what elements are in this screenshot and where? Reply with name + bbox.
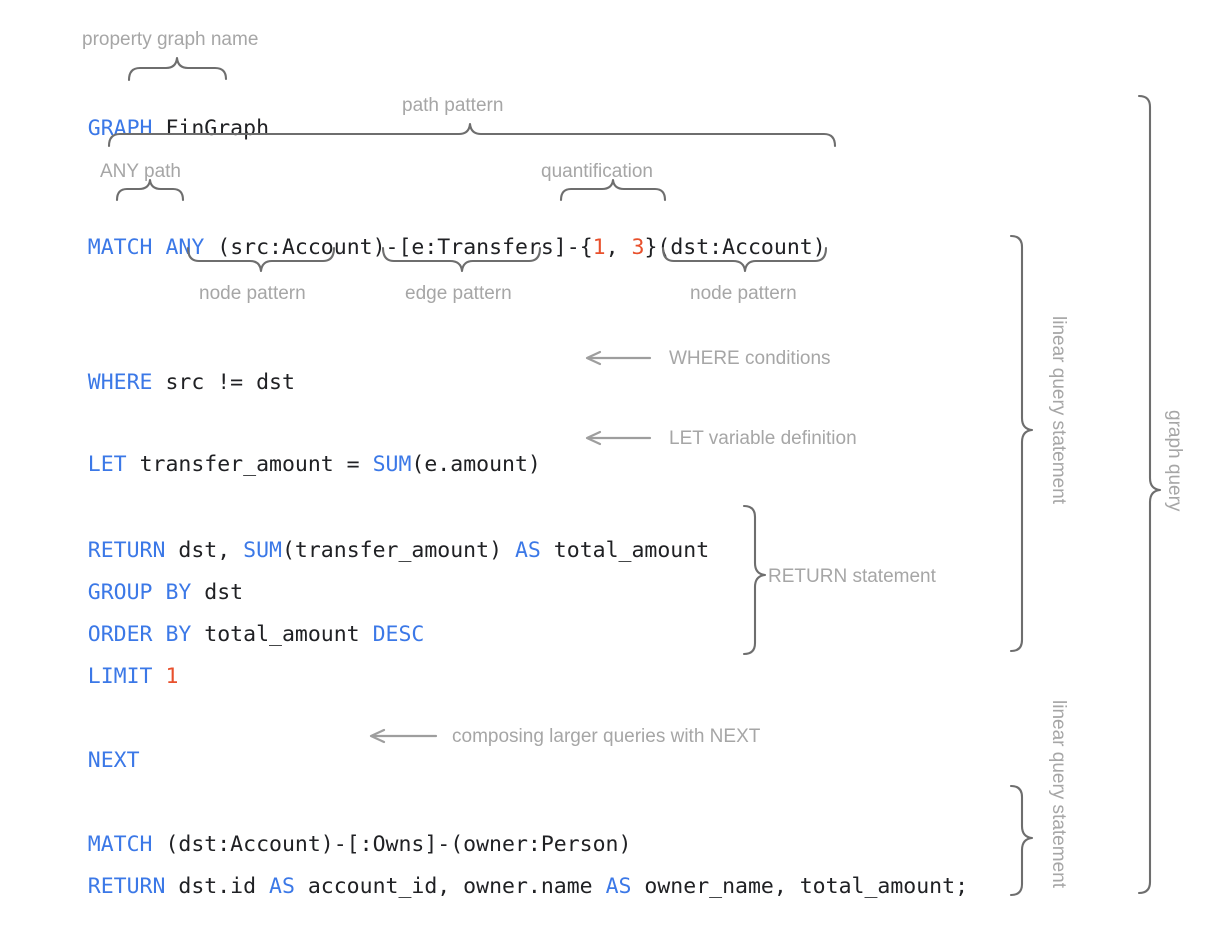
function-sum-2: SUM — [243, 538, 282, 563]
brace-quantification — [559, 178, 667, 202]
label-node-pattern-right: node pattern — [690, 283, 797, 304]
label-path-pattern: path pattern — [402, 95, 504, 116]
keyword-return-2: RETURN — [87, 874, 166, 899]
keyword-match-2: MATCH — [87, 832, 153, 857]
order-by-key: total_amount — [191, 622, 373, 647]
return-2-item-1: dst.id — [165, 874, 270, 899]
quantifier-lower-bound: 1 — [592, 235, 606, 260]
keyword-as-2: AS — [269, 874, 295, 899]
code-line-match-2: MATCH (dst:Account)-[:Owns]-(owner:Perso… — [36, 806, 632, 884]
label-return-statement: RETURN statement — [768, 566, 936, 587]
keyword-as-3: AS — [605, 874, 632, 899]
label-edge-pattern: edge pattern — [405, 283, 512, 304]
brace-graph-query — [1137, 94, 1162, 895]
space-1 — [153, 235, 166, 260]
let-assignment: transfer_amount = — [126, 452, 373, 477]
keyword-next: NEXT — [87, 748, 140, 773]
sum-argument: (e.amount) — [411, 452, 541, 477]
brace-property-graph-name — [127, 56, 228, 82]
quantifier-upper-bound: 3 — [631, 235, 645, 260]
keyword-let: LET — [87, 452, 127, 477]
code-line-limit: LIMIT 1 — [36, 638, 179, 716]
label-let-variable-definition: LET variable definition — [669, 428, 857, 449]
quantifier-separator: , — [605, 235, 632, 260]
brace-linear-query-statement-1 — [1009, 234, 1034, 653]
code-line-match: MATCH ANY (src:Account)-[e:Transfers]-{1… — [36, 209, 826, 287]
brace-linear-query-statement-2 — [1009, 784, 1034, 897]
code-line-group-by: GROUP BY dst — [36, 554, 243, 632]
keyword-limit: LIMIT — [87, 664, 153, 689]
return-first-item: dst, — [165, 538, 244, 563]
label-any-path: ANY path — [100, 161, 181, 182]
code-line-return-2: RETURN dst.id AS account_id, owner.name … — [36, 848, 968, 926]
match-2-pattern: (dst:Account)-[:Owns]-(owner:Person) — [152, 832, 632, 857]
code-line-let: LET transfer_amount = SUM(e.amount) — [36, 426, 541, 504]
keyword-group-by: GROUP BY — [87, 580, 192, 605]
keyword-desc: DESC — [372, 622, 425, 647]
label-graph-query: graph query — [1164, 410, 1185, 512]
node-pattern-right-text: }(dst:Account) — [644, 235, 826, 260]
code-line-return: RETURN dst, SUM(transfer_amount) AS tota… — [36, 512, 709, 590]
label-property-graph-name: property graph name — [82, 29, 259, 50]
limit-value: 1 — [165, 664, 179, 689]
label-composing-with-next: composing larger queries with NEXT — [452, 726, 761, 747]
label-where-conditions: WHERE conditions — [669, 348, 831, 369]
arrow-where-conditions — [585, 350, 652, 366]
code-line-graph: GRAPH FinGraph — [36, 90, 269, 168]
label-node-pattern-left: node pattern — [199, 283, 306, 304]
label-linear-query-statement-2: linear query statement — [1048, 700, 1069, 888]
sum-argument-2: (transfer_amount) — [281, 538, 515, 563]
return-2-item-2: account_id, owner.name — [294, 874, 606, 899]
label-quantification: quantification — [541, 161, 653, 182]
keyword-match: MATCH — [87, 235, 153, 260]
graph-name-value: FinGraph — [152, 116, 270, 141]
where-expression: src != dst — [152, 370, 295, 395]
brace-any-path — [115, 178, 185, 202]
code-line-where: WHERE src != dst — [36, 344, 295, 422]
brace-return-statement — [742, 504, 767, 656]
return-2-item-3: owner_name, total_amount; — [631, 874, 969, 899]
keyword-return: RETURN — [87, 538, 166, 563]
keyword-any: ANY — [165, 235, 205, 260]
keyword-where: WHERE — [87, 370, 153, 395]
keyword-as: AS — [514, 538, 541, 563]
keyword-graph: GRAPH — [87, 116, 153, 141]
label-linear-query-statement-1: linear query statement — [1048, 316, 1069, 504]
code-line-next: NEXT — [36, 722, 140, 800]
code-line-order-by: ORDER BY total_amount DESC — [36, 596, 425, 674]
path-pattern-text: (src:Account)-[e:Transfers]-{ — [204, 235, 593, 260]
keyword-order-by: ORDER BY — [87, 622, 192, 647]
arrow-let-variable-definition — [585, 430, 652, 446]
group-by-key: dst — [191, 580, 244, 605]
function-sum: SUM — [372, 452, 412, 477]
arrow-composing-with-next — [369, 728, 438, 744]
space-2 — [153, 664, 166, 689]
alias-total-amount: total_amount — [540, 538, 710, 563]
